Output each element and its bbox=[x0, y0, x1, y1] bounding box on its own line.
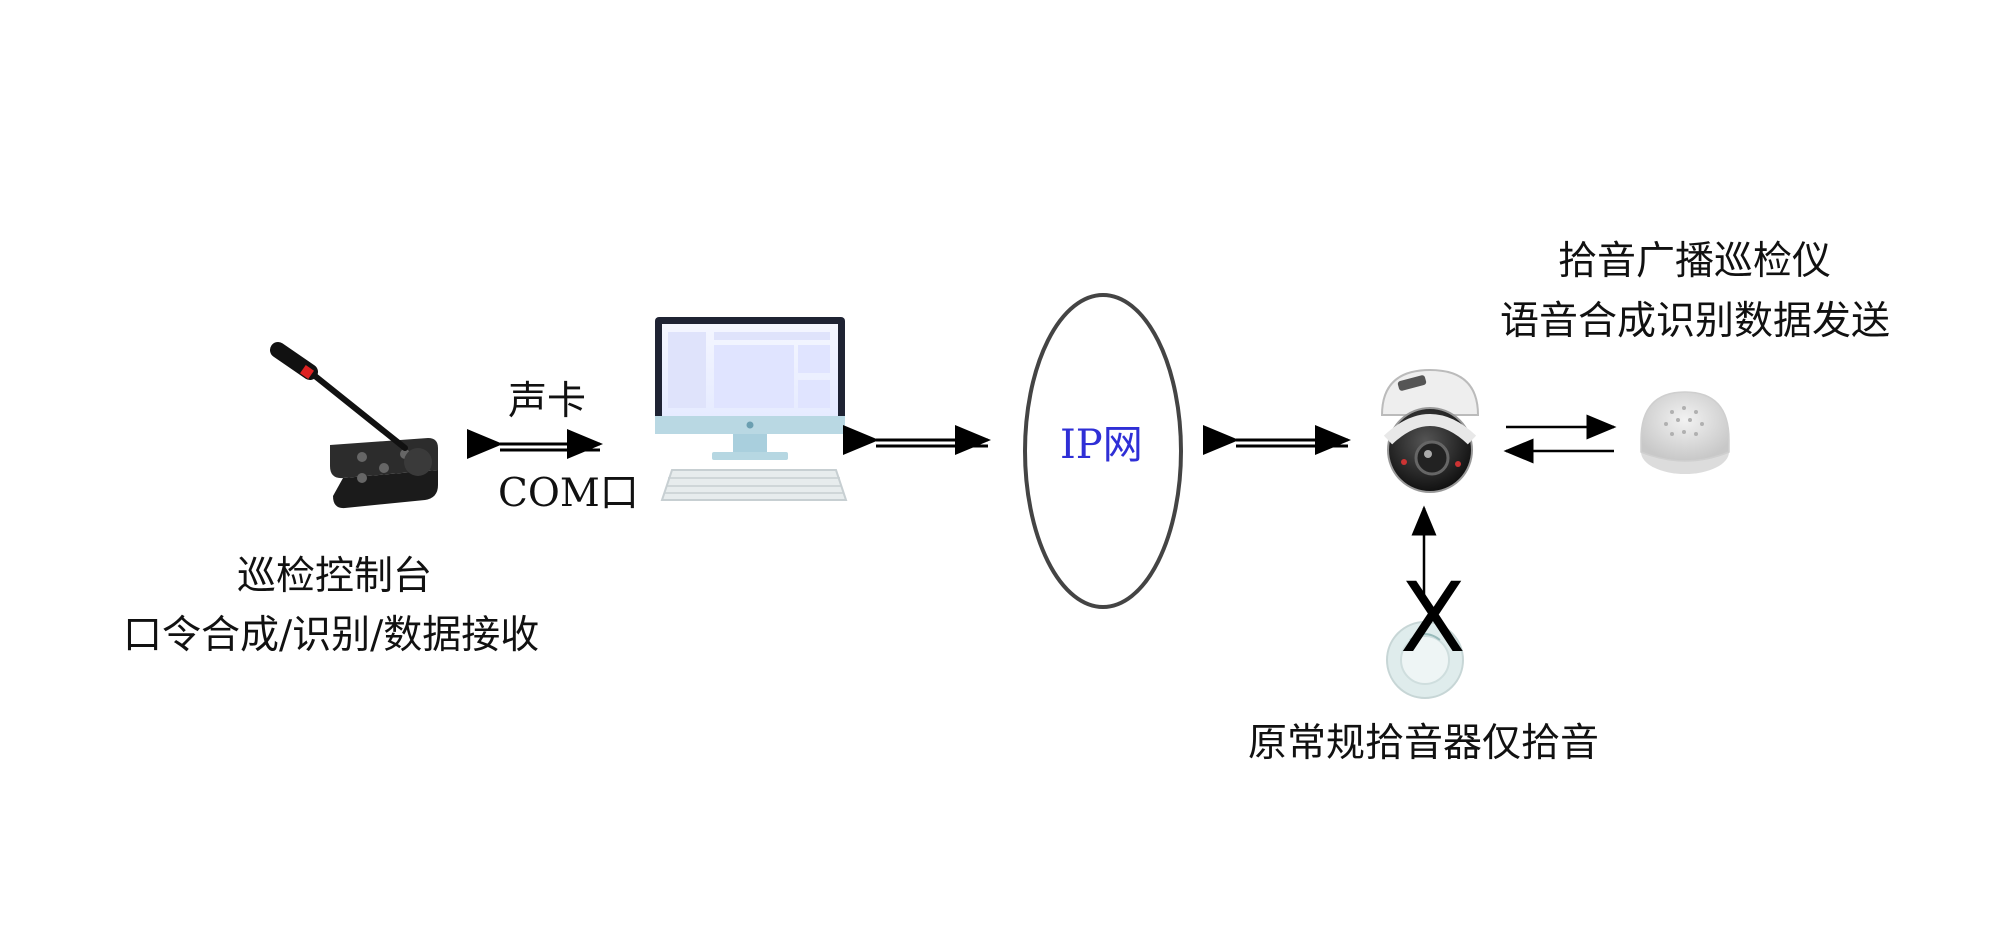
dome-camera-icon bbox=[1380, 368, 1480, 493]
link-console-computer bbox=[467, 429, 603, 459]
link-network-camera bbox=[1203, 425, 1351, 455]
broadcaster-title: 拾音广播巡检仪 bbox=[1558, 239, 1832, 284]
conventional-pickup-label: 原常规拾音器仅拾音 bbox=[1248, 721, 1600, 766]
link-computer-network bbox=[843, 425, 991, 455]
console-title: 巡检控制台 bbox=[237, 554, 433, 599]
link-camera-broadcaster bbox=[1503, 414, 1617, 464]
round-speaker-pickup-icon bbox=[1640, 391, 1730, 474]
broadcaster-subtitle: 语音合成识别数据发送 bbox=[1500, 299, 1891, 344]
blocked-x-mark: X bbox=[1400, 562, 1466, 674]
soundcard-label: 声卡 bbox=[508, 379, 587, 424]
gooseneck-microphone-console-icon bbox=[270, 342, 438, 509]
conventional-pickup-icon bbox=[1386, 621, 1464, 699]
ip-network-label: IP网 bbox=[1060, 422, 1143, 468]
ellipse-network-icon bbox=[1023, 293, 1183, 609]
com-port-label: COM口 bbox=[498, 471, 639, 516]
desktop-computer-icon bbox=[655, 317, 848, 501]
console-subtitle: 口令合成/识别/数据接收 bbox=[123, 613, 540, 658]
